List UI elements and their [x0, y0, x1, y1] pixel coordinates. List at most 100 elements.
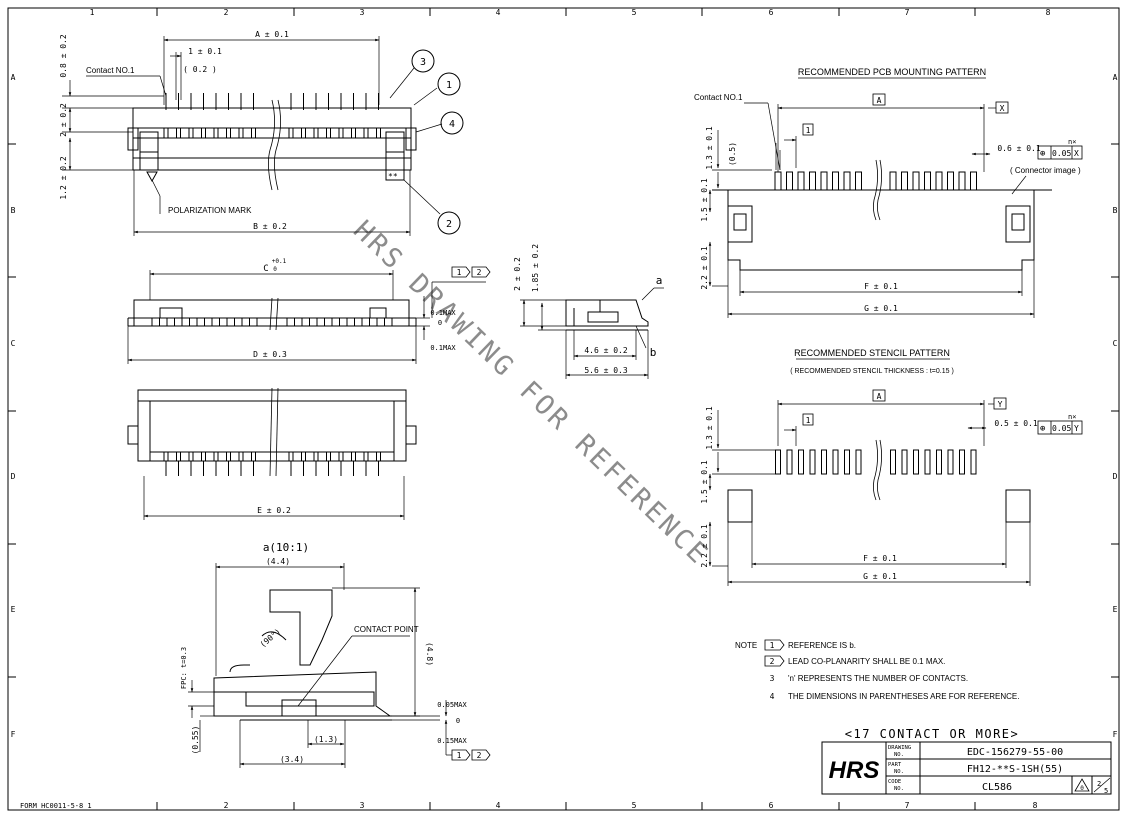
- svg-text:⊕: ⊕: [1040, 424, 1045, 434]
- dim-b: B ± 0.2: [253, 222, 287, 231]
- side-view: [565, 299, 649, 331]
- stencil-dim-w05: 0.5 ± 0.1: [994, 419, 1038, 428]
- dim-v1: 0.8 ± 0.2: [59, 34, 68, 78]
- contact-body: [188, 127, 194, 139]
- dim-c: C: [263, 264, 268, 274]
- svg-text:1: 1: [770, 641, 775, 650]
- contact-body: [201, 127, 206, 139]
- row-label: D: [11, 472, 16, 481]
- drawing-number: EDC-156279-55-00: [967, 747, 1063, 758]
- stencil-gtol-frame: ⊕ 0.05 Y n×: [1037, 413, 1083, 435]
- column-label: 7: [905, 801, 910, 810]
- pcb-dim-v13: 1.3 ± 0.1: [705, 126, 714, 170]
- dim-v3: 1.2 ± 0.2: [59, 156, 68, 200]
- dim-off: (0.55): [191, 726, 200, 755]
- stencil-dim-one: 1: [806, 416, 811, 425]
- stencil-aperture: [832, 449, 839, 475]
- contact-body: [313, 127, 319, 139]
- pcb-datum-x: X: [1000, 104, 1005, 113]
- column-label: 2: [224, 801, 229, 810]
- callout-2: 2: [437, 211, 461, 235]
- svg-text:4: 4: [449, 119, 455, 130]
- svg-text:0.05: 0.05: [1052, 149, 1071, 158]
- contact-body: [226, 451, 231, 462]
- pcb-pad: [935, 171, 943, 191]
- dim-d: D ± 0.3: [253, 350, 287, 359]
- contact-no1-label: Contact NO.1: [86, 66, 135, 75]
- stencil-aperture: [798, 449, 804, 475]
- note-3: 'n' REPRESENTS THE NUMBER OF CONTACTS.: [788, 674, 968, 683]
- pcb-pad: [901, 171, 908, 191]
- dim-c34: (3.4): [280, 755, 304, 764]
- row-label: E: [11, 605, 16, 614]
- contact-body: [313, 451, 319, 462]
- pcb-dim-one: 1: [806, 126, 811, 135]
- pcb-pad: [820, 171, 828, 191]
- svg-text:NO.: NO.: [894, 752, 904, 758]
- svg-text:⊕: ⊕: [1040, 149, 1045, 159]
- svg-text:2: 2: [477, 268, 482, 277]
- svg-text:1: 1: [457, 751, 462, 760]
- contact-body: [338, 127, 344, 139]
- row-label: D: [1113, 472, 1118, 481]
- pcb-pad: [843, 171, 851, 191]
- pcb-pad: [912, 171, 920, 191]
- dim-zero: 0: [438, 319, 442, 327]
- svg-text:NO.: NO.: [894, 769, 904, 775]
- row-label: E: [1113, 605, 1118, 614]
- pcb-pad: [832, 171, 839, 191]
- title-block-header: <17 CONTACT OR MORE>: [845, 727, 1020, 741]
- row-label: F: [11, 730, 16, 739]
- contact-body: [351, 451, 356, 462]
- contact-body: [288, 127, 294, 139]
- contact-body: [326, 451, 331, 462]
- pcb-pad: [797, 171, 805, 191]
- pcb-dim-v22: 2.2 ± 0.1: [700, 246, 709, 290]
- pcb-pad: [809, 171, 816, 191]
- column-label: 6: [769, 801, 774, 810]
- stencil-dim-f: F ± 0.1: [863, 554, 897, 563]
- contact-body: [163, 451, 169, 462]
- stencil-aperture: [809, 449, 816, 475]
- revision: 0: [1080, 785, 1084, 792]
- top-contacts: [163, 93, 381, 139]
- stencil-aperture: [901, 449, 908, 475]
- column-label: 1: [90, 8, 95, 17]
- dim-w2: 5.6 ± 0.3: [584, 366, 628, 375]
- notes-label: NOTE: [735, 641, 757, 650]
- stencil-aperture: [844, 449, 850, 475]
- svg-text:3: 3: [770, 674, 775, 683]
- note-ref-tags-detail: 1 2: [445, 744, 491, 761]
- contact-body: [326, 127, 331, 139]
- pcb-pad: [958, 171, 966, 191]
- dim-detail-w: (4.4): [266, 557, 290, 566]
- note-4: THE DIMENSIONS IN PARENTHESES ARE FOR RE…: [788, 692, 1019, 701]
- stencil-aperture: [936, 449, 942, 475]
- dim-c-tol-plus: +0.1: [272, 258, 287, 265]
- column-label: 4: [496, 801, 501, 810]
- contact-body: [376, 451, 381, 462]
- callout-3: 3: [411, 49, 435, 73]
- pcb-dim-g: G ± 0.1: [864, 304, 898, 313]
- row-label: C: [1113, 339, 1118, 348]
- part-number: FH12-**S-1SH(55): [967, 764, 1063, 775]
- stencil-aperture: [959, 449, 965, 475]
- hrs-logo: HRS: [829, 757, 880, 784]
- contact-body: [176, 127, 181, 139]
- stencil-aperture: [775, 449, 781, 475]
- pcb-contact-no1: Contact NO.1: [694, 93, 743, 102]
- contact-body: [301, 451, 306, 462]
- dim-c-tol-zero: 0: [273, 266, 277, 273]
- dim-zero-a: 0: [456, 717, 460, 725]
- svg-text:n×: n×: [1068, 138, 1076, 146]
- pcb-dim-w06: 0.6 ± 0.1: [997, 144, 1041, 153]
- pcb-pad: [855, 171, 862, 191]
- contact-body: [251, 451, 256, 462]
- label-b: b: [650, 346, 657, 359]
- stencil-datum-y: Y: [998, 400, 1003, 409]
- column-label: 3: [360, 801, 365, 810]
- svg-text:1: 1: [446, 80, 452, 91]
- dim-pitch: 1 ± 0.1: [188, 47, 222, 56]
- marking-label: **: [388, 172, 398, 181]
- dim-angle: (90°): [258, 627, 282, 649]
